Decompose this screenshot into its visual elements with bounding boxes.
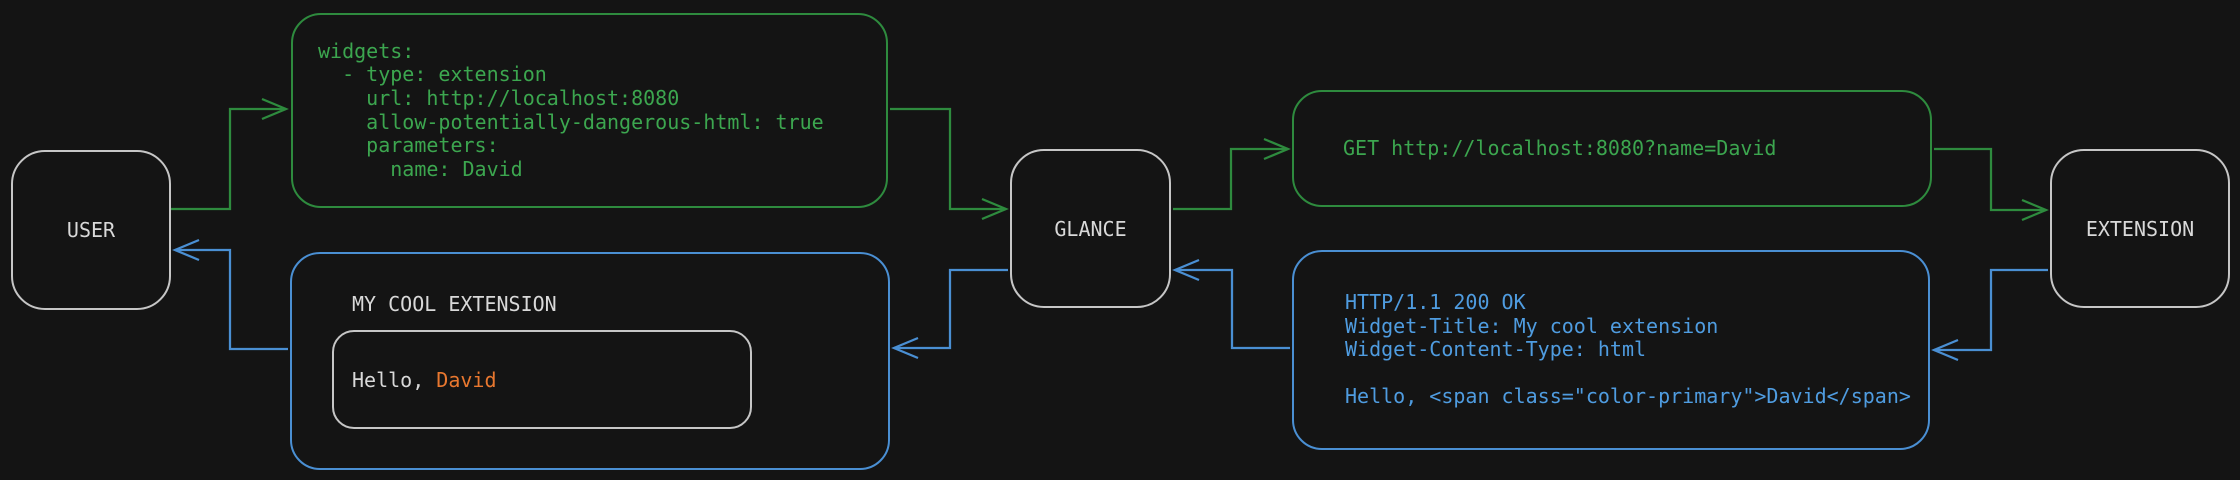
extension-node-label: EXTENSION (2085, 216, 2195, 241)
extension-node: EXTENSION (2050, 149, 2230, 308)
arrow-glance-to-request (1173, 137, 1291, 211)
http-response-line: Widget-Content-Type: html (1345, 337, 1647, 362)
user-node-label: USER (66, 218, 116, 242)
widget-greeting-box: Hello, David (332, 330, 752, 430)
http-response-line (1345, 362, 1928, 386)
arrow-response-to-glance (1172, 258, 1290, 350)
greeting-name: David (436, 367, 497, 392)
yaml-config-line: parameters: (318, 133, 499, 158)
http-response-box: HTTP/1.1 200 OK Widget-Title: My cool ex… (1292, 250, 1930, 450)
yaml-config-box: widgets: - type: extension url: http://l… (291, 13, 888, 208)
arrow-config-to-glance (890, 107, 1009, 221)
glance-node: GLANCE (1010, 149, 1171, 308)
arrow-request-to-extension (1934, 147, 2049, 222)
widget-title: MY COOL EXTENSION (352, 291, 557, 316)
http-response-line: Hello, <span class="color-primary">David… (1345, 384, 1911, 409)
user-node: USER (11, 150, 171, 310)
http-response-line: Widget-Title: My cool extension (1345, 313, 1719, 338)
http-request-text: GET http://localhost:8080?name=David (1343, 135, 1777, 160)
arrow-extension-to-response (1931, 268, 2048, 362)
glance-node-label: GLANCE (1054, 216, 1127, 241)
arrow-user-to-config (171, 97, 289, 211)
yaml-config-line: - type: extension (318, 62, 547, 87)
yaml-config-line: url: http://localhost:8080 (318, 85, 680, 110)
http-request-box: GET http://localhost:8080?name=David (1292, 90, 1932, 207)
arrow-glance-to-widget (891, 268, 1008, 360)
greeting-prefix: Hello, (352, 367, 437, 392)
yaml-config-line: allow-potentially-dangerous-html: true (318, 109, 824, 134)
yaml-config-line: widgets: (318, 38, 415, 63)
http-response-line: HTTP/1.1 200 OK (1345, 290, 1526, 315)
widget-preview-box: MY COOL EXTENSION Hello, David (290, 252, 890, 470)
yaml-config-line: name: David (318, 156, 523, 181)
arrow-widget-to-user (172, 238, 288, 351)
